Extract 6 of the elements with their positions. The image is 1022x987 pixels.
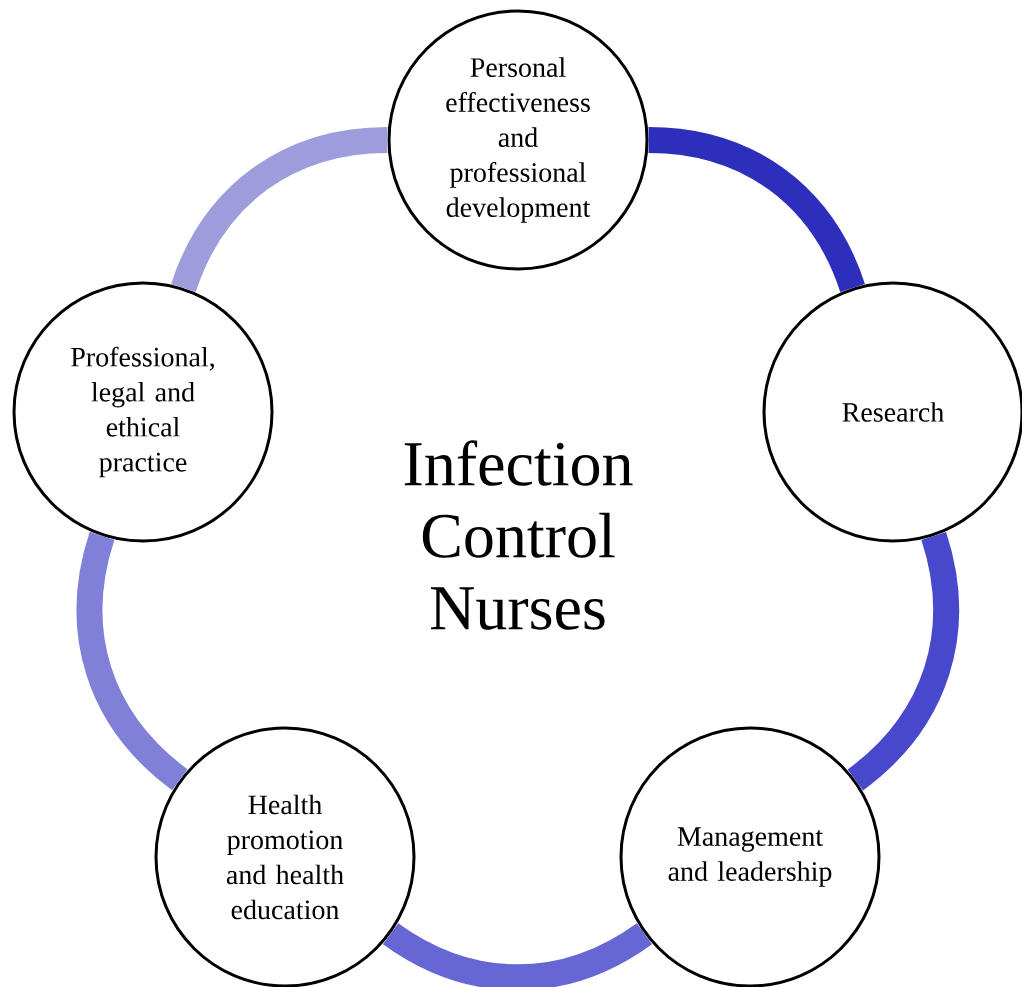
ring-arc — [383, 922, 652, 987]
ring-arc — [171, 126, 389, 293]
center-title: Infection Control Nurses — [404, 440, 633, 630]
ring-arc — [76, 532, 189, 790]
ring-arc — [647, 126, 865, 293]
ring-arc — [847, 532, 960, 791]
